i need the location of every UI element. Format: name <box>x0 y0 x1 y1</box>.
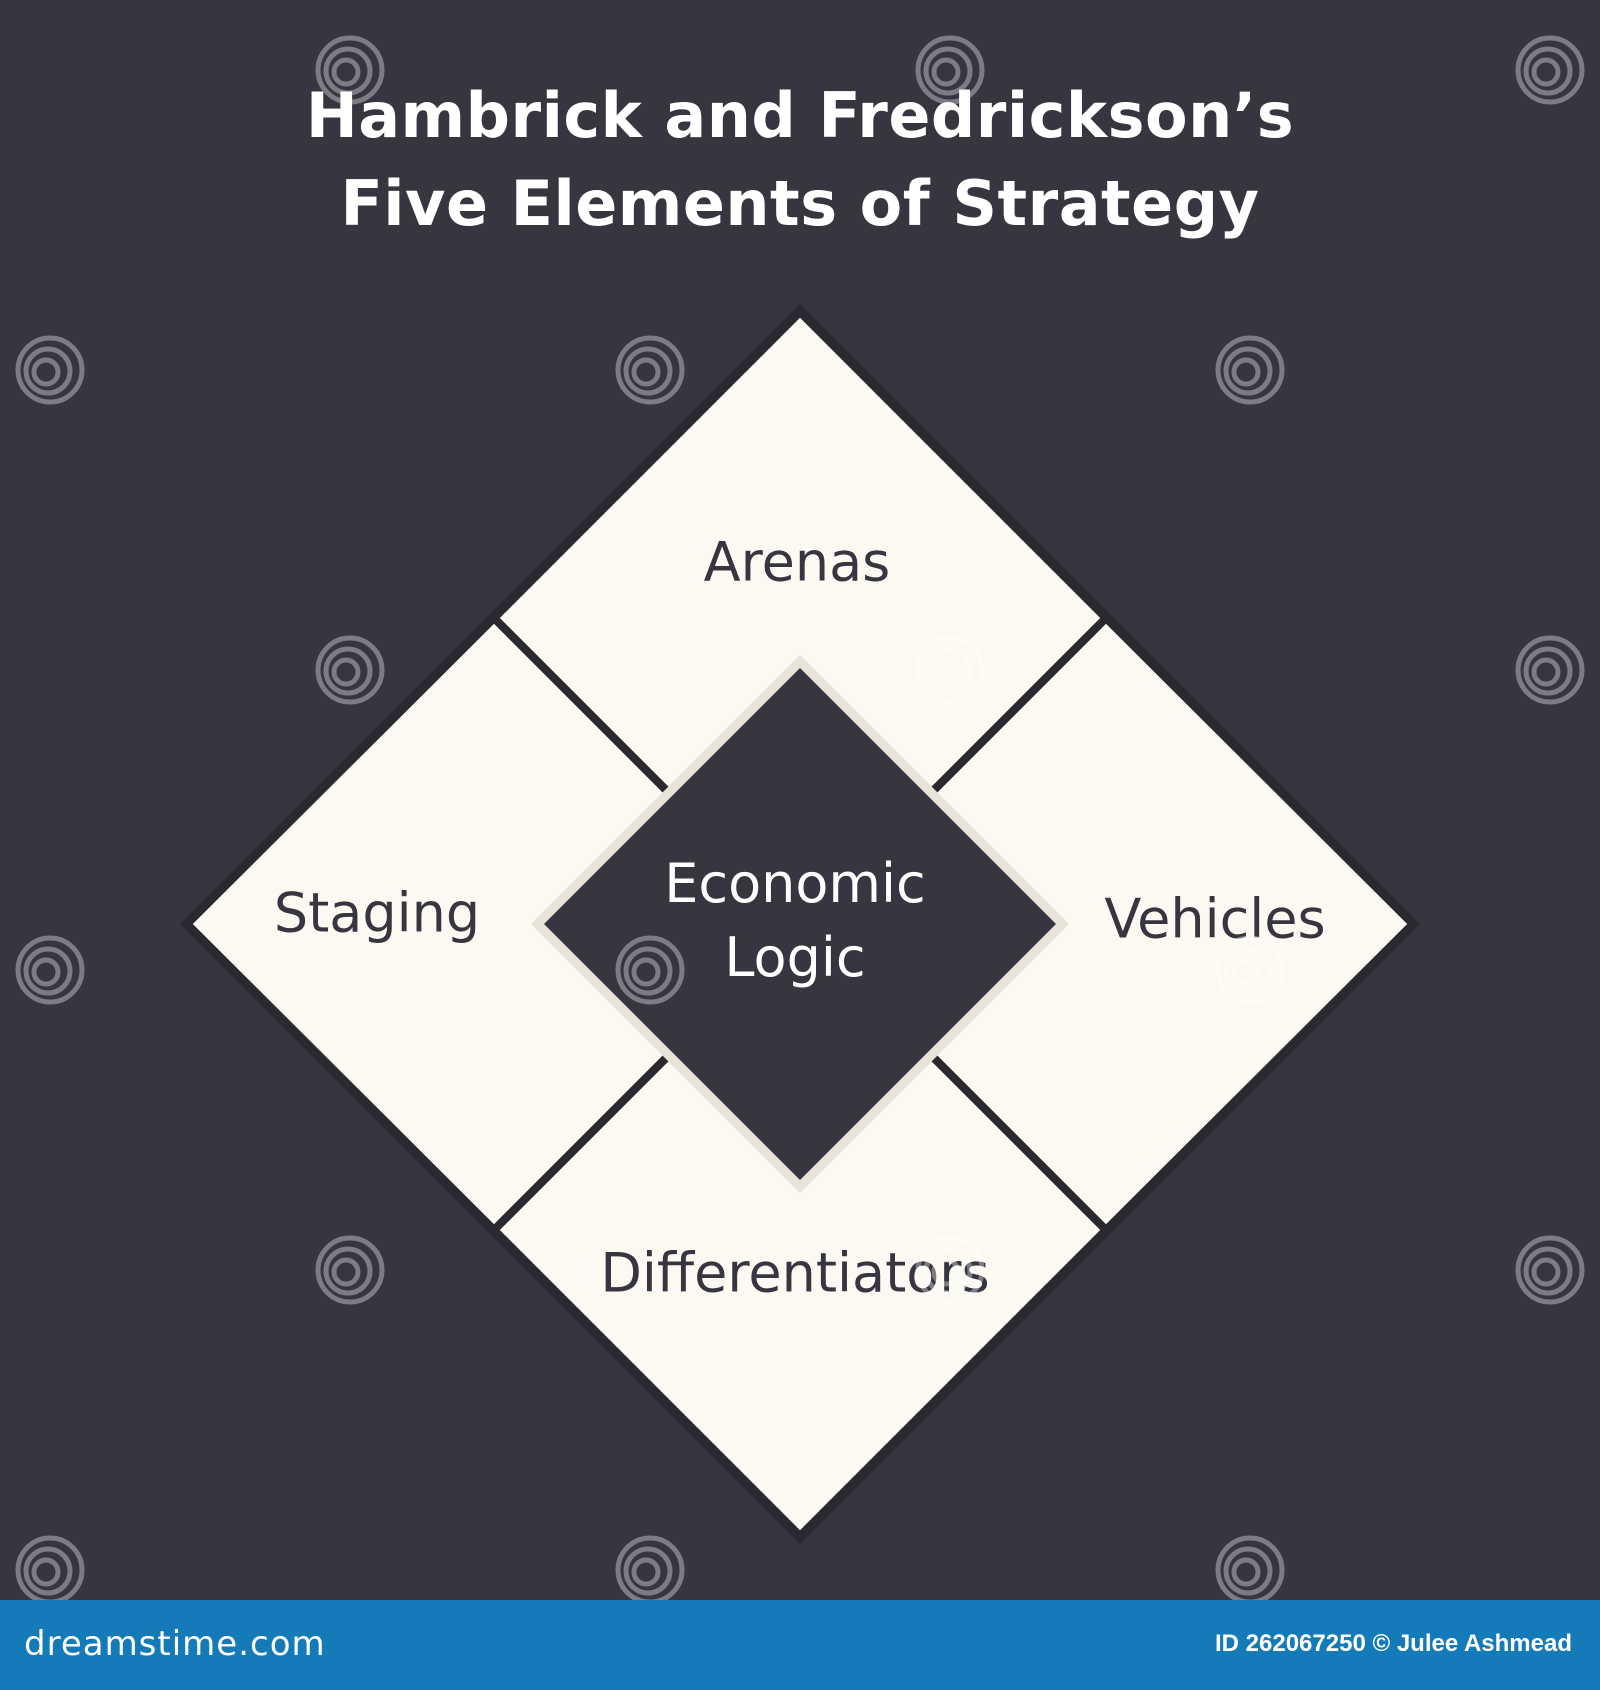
watermark-spiral-icon <box>915 35 985 105</box>
label-arenas: Arenas <box>703 530 891 594</box>
footer-credit: ID 262067250 © Julee Ashmead <box>1215 1630 1572 1657</box>
watermark-spiral-icon <box>1215 935 1285 1005</box>
label-vehicles: Vehicles <box>1104 887 1326 951</box>
label-economic-logic: Economic Logic <box>664 847 925 995</box>
watermark-spiral-icon <box>315 35 385 105</box>
watermark-spiral-icon <box>615 1535 685 1605</box>
label-staging: Staging <box>273 881 481 945</box>
watermark-spiral-icon <box>15 1535 85 1605</box>
diamond-diagram <box>179 303 1421 1545</box>
label-differentiators: Differentiators <box>600 1241 990 1305</box>
watermark-spiral-icon <box>315 635 385 705</box>
watermark-spiral-icon <box>1215 335 1285 405</box>
watermark-spiral-icon <box>1515 635 1585 705</box>
watermark-spiral-icon <box>615 935 685 1005</box>
watermark-spiral-icon <box>615 335 685 405</box>
watermark-spiral-icon <box>915 1235 985 1305</box>
center-diamond <box>544 668 1056 1180</box>
title-line-1: Hambrick and Fredrickson’s <box>305 79 1295 152</box>
footer-brand: dreamstime.com <box>24 1624 326 1664</box>
tile-differentiators <box>494 924 1106 1536</box>
diagram-title: Hambrick and Fredrickson’s Five Elements… <box>0 72 1600 248</box>
watermark-spiral-icon <box>15 935 85 1005</box>
watermark-spiral-icon <box>1515 1235 1585 1305</box>
watermark-spiral-icon <box>315 1235 385 1305</box>
watermark-spiral-icon <box>915 635 985 705</box>
watermark-spiral-icon <box>1215 1535 1285 1605</box>
diagram-canvas: Hambrick and Fredrickson’s Five Elements… <box>0 35 1600 1605</box>
label-logic: Logic <box>724 926 866 989</box>
watermark-spiral-icon <box>1515 35 1585 105</box>
title-line-2: Five Elements of Strategy <box>340 167 1260 240</box>
watermark-footer: dreamstime.com ID 262067250 © Julee Ashm… <box>0 1600 1600 1690</box>
label-economic: Economic <box>664 852 926 915</box>
watermark-spiral-icon <box>15 335 85 405</box>
